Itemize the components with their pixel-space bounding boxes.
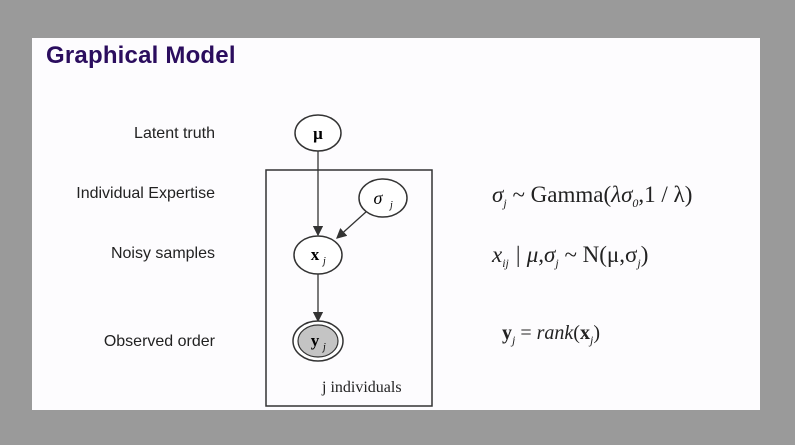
node-sigma: σ j [358, 178, 408, 218]
svg-text:j: j [388, 200, 393, 211]
slide: Graphical Model Latent truth Individual … [32, 38, 760, 410]
node-y-observed: y j [292, 320, 344, 362]
label-noisy-samples: Noisy samples [110, 245, 215, 262]
svg-text:x: x [311, 245, 320, 264]
label-latent-truth: Latent truth [134, 125, 215, 142]
plate-label: j individuals [321, 379, 402, 396]
svg-text:σ: σ [374, 188, 384, 208]
edge-sigma-x [336, 210, 368, 239]
svg-text:μ: μ [313, 124, 323, 143]
equation-sigma-gamma: σj ~ Gamma(λσ0,1 / λ) [492, 182, 693, 210]
svg-text:y: y [311, 331, 320, 350]
slide-title: Graphical Model [46, 42, 236, 69]
svg-text:j: j [321, 342, 326, 353]
graphical-model-diagram: μ σ j x j y j j individuals [265, 114, 433, 407]
label-observed-order: Observed order [103, 333, 215, 350]
node-mu: μ [294, 114, 342, 152]
label-individual-expertise: Individual Expertise [76, 185, 215, 202]
node-x: x j [293, 235, 343, 275]
equation-y-rank: yj = rank(xj) [502, 322, 600, 347]
plate [265, 169, 433, 407]
svg-text:j: j [321, 256, 326, 267]
equation-x-normal: xij | μ,σj ~ N(μ,σj) [492, 242, 649, 270]
